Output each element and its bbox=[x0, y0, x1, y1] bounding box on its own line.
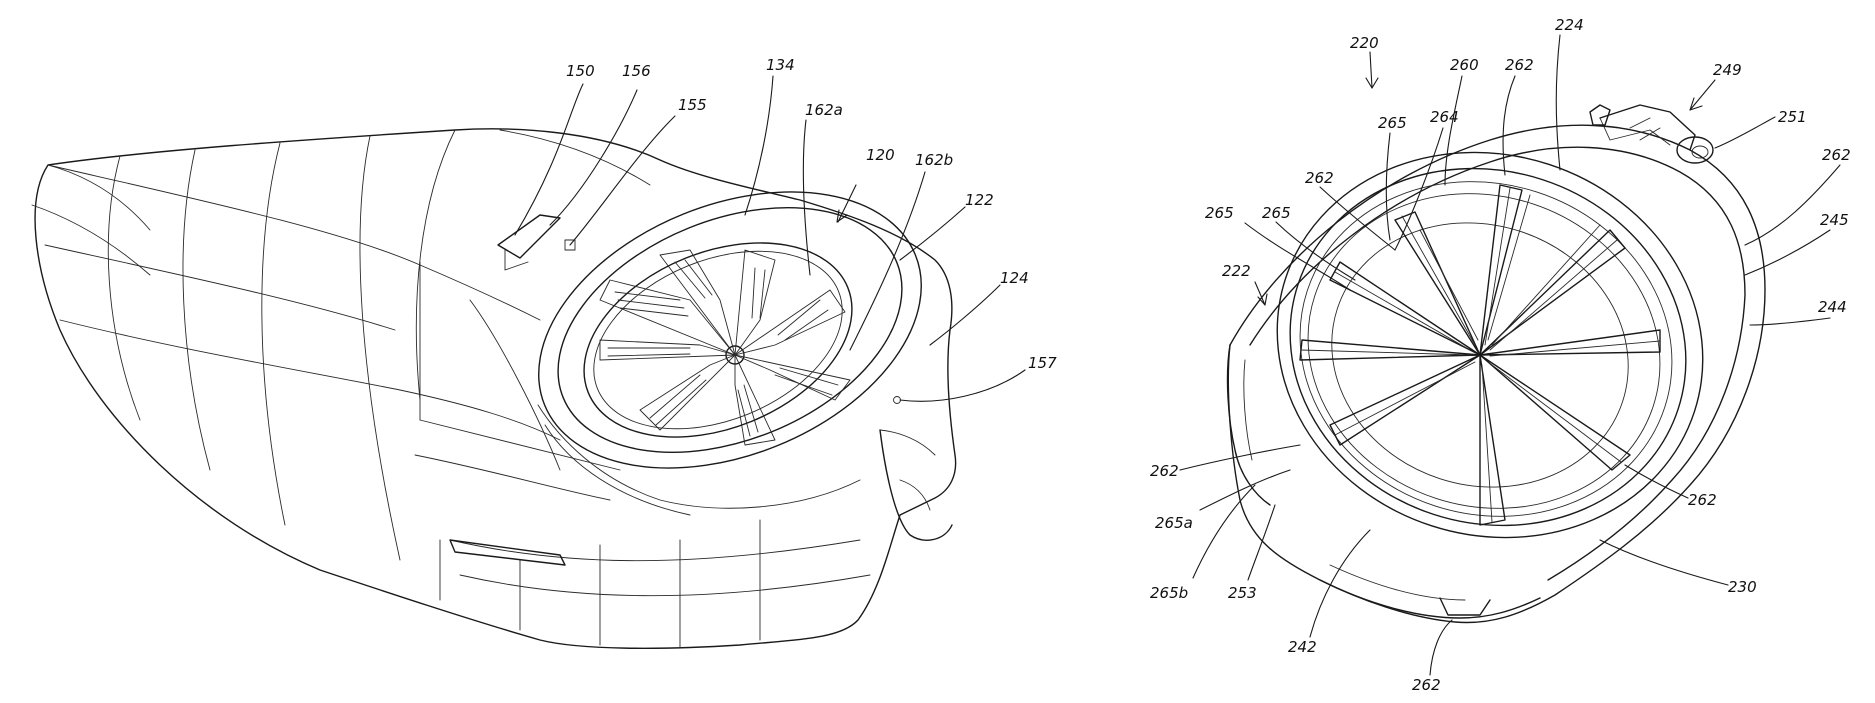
label-162b: 162b bbox=[915, 151, 953, 169]
label-134: 134 bbox=[766, 56, 795, 74]
label-242: 242 bbox=[1288, 638, 1317, 656]
label-157: 157 bbox=[1028, 354, 1057, 372]
label-244: 244 bbox=[1818, 298, 1847, 316]
label-230: 230 bbox=[1728, 578, 1757, 596]
label-220: 220 bbox=[1350, 34, 1379, 52]
label-260: 260 bbox=[1450, 56, 1479, 74]
label-262-bottom: 262 bbox=[1412, 676, 1441, 694]
label-264: 264 bbox=[1430, 108, 1459, 126]
label-265b: 265b bbox=[1150, 584, 1188, 602]
label-156: 156 bbox=[622, 62, 651, 80]
label-262-top: 262 bbox=[1505, 56, 1534, 74]
label-251: 251 bbox=[1778, 108, 1807, 126]
label-265a: 265a bbox=[1155, 514, 1193, 532]
label-253: 253 bbox=[1228, 584, 1257, 602]
label-162a: 162a bbox=[805, 101, 843, 119]
leader-lines bbox=[515, 35, 1840, 675]
label-265-c: 265 bbox=[1205, 204, 1234, 222]
label-222: 222 bbox=[1222, 262, 1251, 280]
label-262-left-upper: 262 bbox=[1305, 169, 1334, 187]
label-122: 122 bbox=[965, 191, 994, 209]
label-224: 224 bbox=[1555, 16, 1584, 34]
label-265-b: 265 bbox=[1262, 204, 1291, 222]
label-262-right-lower: 262 bbox=[1688, 491, 1717, 509]
label-124: 124 bbox=[1000, 269, 1029, 287]
label-150: 150 bbox=[566, 62, 595, 80]
reference-numerals: 150 156 155 134 162a 120 162b 122 124 15… bbox=[566, 16, 1851, 694]
label-262-left-lower: 262 bbox=[1150, 462, 1179, 480]
label-265-a: 265 bbox=[1378, 114, 1407, 132]
hopper-drawing bbox=[32, 129, 962, 648]
label-155: 155 bbox=[678, 96, 707, 114]
label-249: 249 bbox=[1713, 61, 1742, 79]
label-262-right-upper: 262 bbox=[1822, 146, 1851, 164]
label-245: 245 bbox=[1820, 211, 1849, 229]
label-120: 120 bbox=[866, 146, 895, 164]
